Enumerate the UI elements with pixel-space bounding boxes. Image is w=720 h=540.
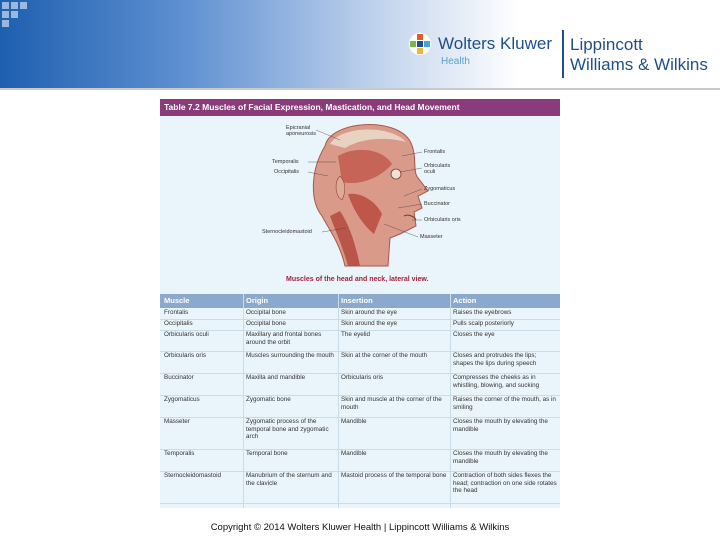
column-divider <box>338 294 339 508</box>
table-body: Frontalis Occipital bone Skin around the… <box>160 308 560 508</box>
figure-caption: Muscles of the head and neck, lateral vi… <box>286 276 429 283</box>
table-cell: Raises the corner of the mouth, as in sm… <box>453 396 556 411</box>
column-header-origin: Origin <box>246 296 269 305</box>
table-cell: Mastoid process of the temporal bone <box>341 472 447 479</box>
table-cell: Closes and protrudes the lips; shapes th… <box>453 352 537 367</box>
table-title: Table 7.2 Muscles of Facial Expression, … <box>160 99 560 116</box>
table-cell: Buccinator <box>164 374 194 381</box>
anatomy-figure: Epicranial aponeurosis Temporalis Occipi… <box>160 116 560 294</box>
table-cell: Manubrium of the sternum and the clavicl… <box>246 472 332 487</box>
wolters-kluwer-logo-icon <box>409 33 431 55</box>
table-cell: Mandible <box>341 450 367 457</box>
column-divider <box>450 294 451 508</box>
label-buccinator: Buccinator <box>424 201 450 207</box>
label-orbicularis-oris: Orbicularis oris <box>424 217 461 223</box>
table-cell: Skin at the corner of the mouth <box>341 352 428 359</box>
table-cell: Occipital bone <box>246 309 286 316</box>
table-cell: Orbicularis oculi <box>164 331 209 338</box>
label-temporalis: Temporalis <box>272 159 299 165</box>
table-cell: Orbicularis oris <box>164 352 206 359</box>
column-divider <box>243 294 244 508</box>
table-cell: Muscles surrounding the mouth <box>246 352 334 359</box>
table-header: Muscle Origin Insertion Action <box>160 294 560 308</box>
table-cell: Maxillary and frontal bones around the o… <box>246 331 322 346</box>
header-banner: Wolters Kluwer Health Lippincott William… <box>0 0 720 88</box>
table-cell: Skin and muscle at the corner of the mou… <box>341 396 442 411</box>
table-row: Masseter Zygomatic process of the tempor… <box>160 417 560 450</box>
table-cell: Mandible <box>341 418 367 425</box>
table-row: Buccinator Maxilla and mandible Orbicula… <box>160 373 560 396</box>
header-divider <box>0 88 720 90</box>
table-cell: Skin around the eye <box>341 309 398 316</box>
table-cell: Contraction of both sides flexes the hea… <box>453 472 557 495</box>
table-cell: Raises the eyebrows <box>453 309 512 316</box>
muscle-table: Table 7.2 Muscles of Facial Expression, … <box>160 99 560 508</box>
head-muscles-illustration <box>307 124 429 267</box>
column-header-muscle: Muscle <box>164 296 190 305</box>
table-cell: Zygomatic process of the temporal bone a… <box>246 418 329 441</box>
brand-name: Wolters Kluwer <box>438 34 552 53</box>
logo-divider <box>562 30 564 78</box>
publisher-name-line2: Williams & Wilkins <box>570 55 708 74</box>
table-row: Occipitalis Occipital bone Skin around t… <box>160 319 560 331</box>
table-row: Temporalis Temporal bone Mandible Closes… <box>160 449 560 472</box>
table-row: Orbicularis oris Muscles surrounding the… <box>160 351 560 374</box>
label-sternocleidomastoid: Sternocleidomastoid <box>262 229 312 235</box>
label-frontalis: Frontalis <box>424 149 446 155</box>
brand-sub: Health <box>441 56 470 67</box>
table-cell: Orbicularis oris <box>341 374 383 381</box>
table-row: Zygomaticus Zygomatic bone Skin and musc… <box>160 395 560 418</box>
publisher-name-line1: Lippincott <box>570 35 643 54</box>
label-occipitalis: Occipitalis <box>274 169 300 175</box>
label-zygomaticus: Zygomaticus <box>424 186 456 192</box>
table-cell: Zygomatic bone <box>246 396 291 403</box>
table-cell: Occipital bone <box>246 320 286 327</box>
copyright-text: Copyright © 2014 Wolters Kluwer Health |… <box>210 522 510 533</box>
table-cell: Maxilla and mandible <box>246 374 306 381</box>
label-epicranial: Epicranial aponeurosis <box>286 125 316 137</box>
table-cell: Temporal bone <box>246 450 288 457</box>
table-cell: Temporalis <box>164 450 195 457</box>
table-cell: Compresses the cheeks as in whistling, b… <box>453 374 540 389</box>
table-cell: Closes the mouth by elevating the mandib… <box>453 450 548 465</box>
label-orbicularis-oculi: Orbicularis oculi <box>424 163 451 175</box>
table-row: Orbicularis oculi Maxillary and frontal … <box>160 330 560 352</box>
table-cell: Frontalis <box>164 309 189 316</box>
table-cell: Sternocleidomastoid <box>164 472 222 479</box>
column-header-insertion: Insertion <box>341 296 373 305</box>
table-cell: Pulls scalp posteriorly <box>453 320 514 327</box>
table-row: Frontalis Occipital bone Skin around the… <box>160 308 560 320</box>
table-cell: Zygomaticus <box>164 396 200 403</box>
table-cell: The eyelid <box>341 331 371 338</box>
column-header-action: Action <box>453 296 477 305</box>
table-cell: Occipitalis <box>164 320 193 327</box>
table-row: Sternocleidomastoid Manubrium of the ste… <box>160 471 560 504</box>
table-cell: Masseter <box>164 418 190 425</box>
table-cell: Skin around the eye <box>341 320 398 327</box>
label-masseter: Masseter <box>420 234 443 240</box>
table-cell: Closes the mouth by elevating the mandib… <box>453 418 548 433</box>
table-cell: Closes the eye <box>453 331 495 338</box>
